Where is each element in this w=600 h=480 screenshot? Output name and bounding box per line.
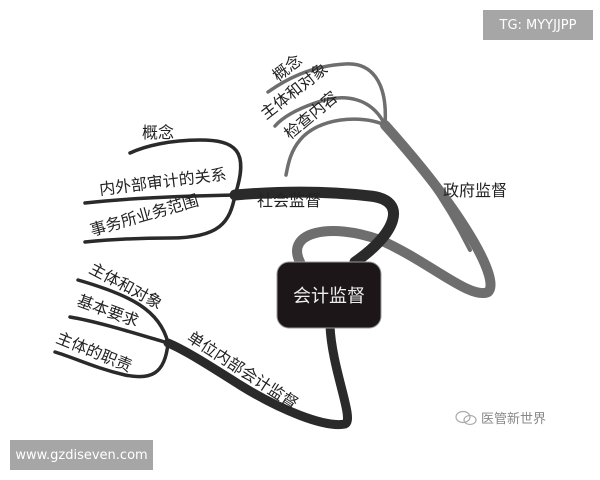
connector-social-scope xyxy=(83,193,237,244)
branch-label-social: 社会监督 xyxy=(257,191,321,210)
connector-social-concept xyxy=(128,138,243,197)
wechat-icon xyxy=(455,410,477,425)
branch-label-internal: 单位内部会计监督 xyxy=(184,327,302,413)
branch-government-trunk xyxy=(292,120,496,299)
brand-label: 医管新世界 xyxy=(481,412,547,427)
connector-gov-content xyxy=(284,117,387,177)
watermark-brand: 医管新世界 xyxy=(455,408,546,427)
social-child-concept: 概念 xyxy=(142,123,174,142)
branch-government xyxy=(266,62,496,299)
connector-internal-duties xyxy=(53,341,170,379)
branch-social-trunk xyxy=(229,186,399,268)
center-node-label: 会计监督 xyxy=(293,286,365,307)
connector-gov-subject xyxy=(273,96,387,128)
branch-social xyxy=(83,138,399,268)
branch-government-trunk-thin xyxy=(383,123,472,252)
branch-internal xyxy=(53,278,352,430)
center-node xyxy=(276,261,382,329)
connector-internal-requirement xyxy=(68,315,170,345)
watermark-tg: TG: MYYJJPP xyxy=(483,10,593,40)
watermark-site: www.gzdiseven.com xyxy=(10,440,153,470)
social-child-relation: 内外部审计的关系 xyxy=(98,165,227,199)
branch-label-government: 政府监督 xyxy=(443,181,507,200)
connector-social-relation xyxy=(83,193,237,205)
connector-gov-concept xyxy=(266,62,388,127)
connector-internal-subject xyxy=(76,278,170,345)
branch-internal-trunk xyxy=(163,321,352,430)
internal-child-duties: 主体的职责 xyxy=(54,328,135,376)
